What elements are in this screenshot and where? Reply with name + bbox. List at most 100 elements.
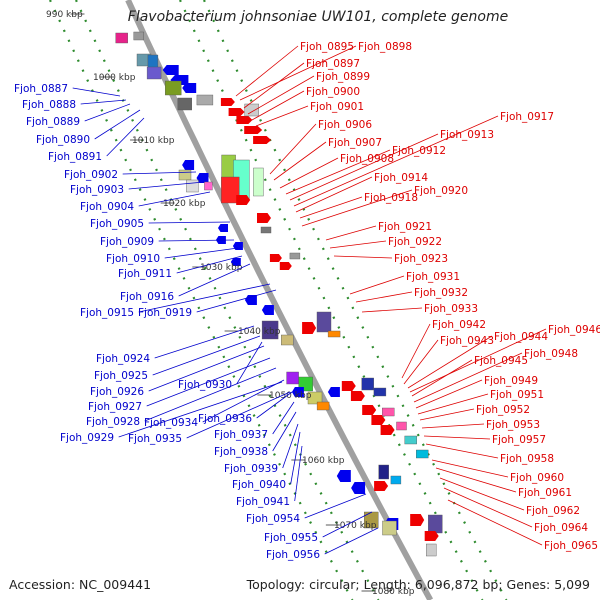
reverse-gene-label: Fjoh_0890 [36,134,90,146]
scale-tick-label: 990 kbp [46,10,83,20]
reverse-gene-label: Fjoh_0891 [48,151,102,163]
forward-gene-arrow [279,262,292,270]
forward-gene-label: Fjoh_0920 [414,185,468,197]
reverse-gene-label: Fjoh_0924 [96,353,150,365]
reverse-gene-leader [118,381,283,438]
forward-gene-arrow [253,136,272,144]
forward-gene-arrow [410,514,425,526]
gene-block [396,421,407,431]
reverse-gene-arrow [351,482,366,494]
scale-tick-label: 1080 kbp [372,587,415,597]
forward-gene-leader [447,499,543,546]
gene-block [133,31,144,41]
forward-gene-leader [279,157,339,189]
reverse-gene-leader [236,341,263,385]
reverse-gene-leader [164,247,239,259]
accession-text: Accession: NC_009441 [9,577,152,592]
scale-tick-label: 1010 kbp [132,136,175,146]
forward-gene-label: Fjoh_0961 [518,487,572,499]
forward-gene-arrow [228,108,245,116]
genome-backbone [125,0,434,600]
gene-block [316,311,332,333]
forward-gene-label: Fjoh_0901 [310,101,364,113]
reverse-gene-arrow [162,65,179,75]
reverse-gene-leader [256,391,293,419]
reverse-gene-leader [202,379,285,423]
gene-block [327,330,341,338]
scale-tick-label: 1070 kbp [334,521,377,531]
reverse-gene-label: Fjoh_0930 [178,379,232,391]
forward-gene-label: Fjoh_0932 [414,287,468,299]
forward-gene-leader [269,123,317,175]
reverse-gene-label: Fjoh_0938 [214,446,268,458]
forward-gene-leader [435,467,517,493]
forward-gene-label: Fjoh_0895 [300,41,354,53]
forward-gene-leader [443,487,533,528]
forward-gene-label: Fjoh_0962 [526,505,580,517]
reverse-gene-leader [122,171,197,175]
gene-block [390,475,402,485]
gene-block [221,176,240,204]
reverse-gene-arrow [182,160,195,170]
forward-gene-leader [361,307,423,313]
forward-gene-label: Fjoh_0933 [424,303,478,315]
reverse-gene-label: Fjoh_0934 [144,417,198,429]
gene-block [361,377,374,391]
genome-title: Flavobacterium johnsoniae UW101, complet… [127,9,509,25]
reverse-gene-leader [304,493,367,519]
reverse-gene-arrow [336,470,351,482]
reverse-gene-label: Fjoh_0904 [80,201,134,213]
forward-gene-leader [417,393,489,415]
forward-gene-label: Fjoh_0944 [494,331,548,343]
forward-gene-label: Fjoh_0946 [548,324,600,336]
gene-block [281,334,294,346]
forward-gene-label: Fjoh_0923 [394,253,448,265]
scale-tick-label: 1020 kbp [163,199,206,209]
forward-gene-arrow [380,425,395,435]
forward-gene-leader [333,255,393,259]
forward-gene-leader [413,352,523,403]
gene-block [378,464,389,480]
forward-gene-label: Fjoh_0949 [484,375,538,387]
forward-gene-leader [251,90,305,121]
forward-gene-leader [409,328,547,393]
forward-gene-leader [285,149,391,195]
forward-gene-arrow [269,254,282,262]
reverse-gene-leader [146,357,271,407]
forward-gene-leader [289,133,439,201]
gene-block [196,94,214,106]
forward-gene-leader [421,423,485,429]
forward-gene-label: Fjoh_0958 [500,453,554,465]
reverse-gene-label: Fjoh_0929 [60,432,114,444]
forward-gene-arrow [371,415,386,425]
reverse-gene-leader [148,221,231,224]
forward-gene-label: Fjoh_0965 [544,540,598,552]
reverse-gene-label: Fjoh_0936 [198,413,252,425]
reverse-gene-label: Fjoh_0940 [232,479,286,491]
reverse-gene-label: Fjoh_0910 [106,253,160,265]
gene-block [382,407,395,417]
forward-gene-label: Fjoh_0898 [358,41,412,53]
reverse-gene-arrow [196,173,209,183]
forward-gene-label: Fjoh_0918 [364,192,418,204]
gene-block [286,371,299,385]
scale-tick-label: 1050 kbp [269,391,312,401]
gene-block [316,401,330,411]
forward-gene-leader [403,339,439,385]
scale-tick-label: 1000 kbp [93,73,136,83]
forward-gene-label: Fjoh_0914 [374,172,428,184]
gene-block [253,167,264,197]
forward-gene-arrow [362,405,377,415]
gene-block [373,387,387,397]
reverse-gene-label: Fjoh_0903 [70,184,124,196]
gene-block [204,181,213,191]
reverse-gene-label: Fjoh_0905 [90,218,144,230]
reverse-gene-arrow [218,224,228,232]
reverse-gene-label: Fjoh_0902 [64,169,118,181]
forward-gene-label: Fjoh_0942 [432,319,486,331]
reverse-gene-leader [152,335,261,376]
reverse-gene-leader [106,117,145,157]
reverse-gene-label: Fjoh_0915 [80,307,134,319]
